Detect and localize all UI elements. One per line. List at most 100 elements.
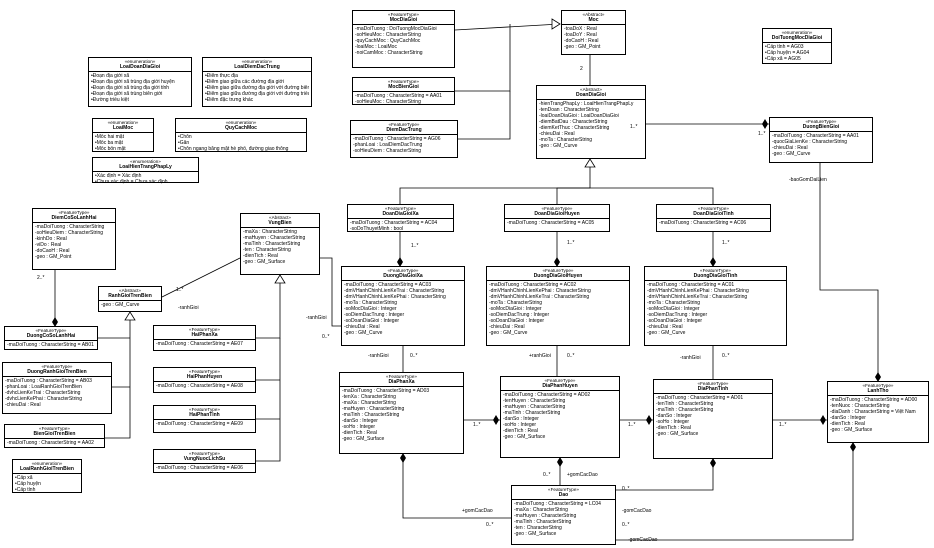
generalization-arrow-moc xyxy=(551,18,561,30)
class-attribute: -doCaoH : Real xyxy=(35,248,70,254)
class-attribute: -loaiDoanDiaGioi : LoaiDoanDiaGioi xyxy=(539,113,619,119)
class-attribute: -soDiemDacTrung : Integer xyxy=(489,312,550,318)
class-attribute: -maDoiTuong : CharacterString = AE07 xyxy=(156,341,243,347)
class-name: DoanDiaGioiXa xyxy=(382,211,419,217)
class-name: DoiTuongMocDiaGioi xyxy=(771,35,823,41)
enum-literal: •Điểm giao giữa các đường địa giới xyxy=(205,79,284,85)
class-attribute: -soMocDiaGioi : Integer xyxy=(647,306,700,312)
class-body: -maDoiTuong : CharacterString = AA01-quo… xyxy=(770,132,872,158)
class-body: -maDoiTuong : CharacterString = AB01 xyxy=(5,341,97,349)
class-header: «FeatureType»DuongBienGioi xyxy=(770,118,872,132)
class-attribute: -maDoiTuong : CharacterString = AA01 xyxy=(355,93,442,99)
class-attribute: -maDoiTuong : CharacterString = AD03 xyxy=(342,388,430,394)
class-box-duong-bien-gioi: «FeatureType»DuongBienGioi-maDoiTuong : … xyxy=(769,117,873,163)
class-body: -maDoiTuong : CharacterString = AA02 xyxy=(5,439,104,447)
class-attribute: -chieuDai : Real xyxy=(772,145,808,151)
role-label-role-gom-cac-dao-d: -gomCacDao xyxy=(628,537,658,543)
enum-literal: •Đoạn địa giới xã trùng địa giới tỉnh xyxy=(91,85,170,91)
class-attribute: -geo : GM_Surface xyxy=(514,531,557,537)
class-attribute: -chieuDai : Real xyxy=(489,324,525,330)
class-stereotype: «FeatureType» xyxy=(385,206,416,211)
class-attribute: -noiCamMoc : CharacterString xyxy=(355,50,423,56)
composition-diamond-duongtinh xyxy=(710,257,716,267)
class-stereotype: «FeatureType» xyxy=(862,383,894,388)
class-attribute: -geo : GM_Surface xyxy=(243,259,286,265)
class-stereotype: «FeatureType» xyxy=(388,122,420,127)
composition-diamond-dao-lanhtho xyxy=(850,442,856,452)
class-header: «FeatureType»DuongDiaGioiTinh xyxy=(645,267,786,281)
class-attribute: -geo : GM_Curve xyxy=(344,330,383,336)
class-attribute: -soDiemDacTrung : Integer xyxy=(647,312,708,318)
class-box-hai-phan-tinh: «FeatureType»HaiPhanTinh-maDoiTuong : Ch… xyxy=(153,405,256,433)
enum-literal: •Điểm giao giữa đường địa giới với đường… xyxy=(205,85,309,91)
class-attribute: -soHieuMoc : CharacterString xyxy=(355,99,421,105)
class-stereotype: «enumeration» xyxy=(225,120,257,125)
class-attribute: -maDoiTuong : CharacterString = AC06 xyxy=(659,220,747,226)
class-body: •Mốc hai mặt•Mốc ba mặt•Mốc bốn mặt xyxy=(93,133,153,153)
multiplicity-label-m-rg-1n: 1..* xyxy=(176,287,184,293)
class-attribute: -dienTich : Real xyxy=(830,421,865,427)
edge-ranhgioi-vungbien xyxy=(161,257,241,298)
edge-lanhtho-dao xyxy=(616,443,854,541)
class-attribute: -dmVHanhChinhLienKeTrai : CharacterStrin… xyxy=(344,288,445,294)
edge-doantinh-gen xyxy=(590,187,714,204)
class-attribute: -maDoiTuong : CharacterString = AB01 xyxy=(7,342,94,348)
class-name: DiaPhanTinh xyxy=(697,386,729,392)
class-name: DoanDiaGioiHuyen xyxy=(534,211,580,217)
class-attribute: -geo : GM_Surface xyxy=(656,431,699,437)
class-body: -geo : GM_Curve xyxy=(99,301,161,309)
multiplicity-label-m-dao-0n-b: 0..* xyxy=(486,522,494,528)
class-header: «enumeration»LoaiRanhGioiTrenBien xyxy=(13,460,81,474)
class-body: -maDoiTuong : CharacterString = AC04-soD… xyxy=(348,219,453,233)
role-label-role-rg-xa: -ranhGioi xyxy=(368,353,389,359)
class-box-loai-diem: «enumeration»LoaiDiemDacTrung•Điểm thực … xyxy=(202,57,312,107)
class-attribute: -dvhcLienKePhai : CharacterString xyxy=(5,396,82,402)
enum-literal: •Cấp huyện xyxy=(15,481,41,487)
class-name: LoaiDiemDacTrung xyxy=(234,64,280,70)
class-header: «FeatureType»DuongCoSoLanhHai xyxy=(5,327,97,341)
class-body: •Xác định = Xác định•Chưa xác định = Chư… xyxy=(93,172,198,186)
class-attribute: -tenHuyen : CharacterString xyxy=(503,398,566,404)
class-attribute: -geo : GM_Surface xyxy=(830,427,873,433)
class-attribute: -maDoiTuong : CharacterString = AA02 xyxy=(7,440,94,446)
class-attribute: -maHuyen : CharacterString xyxy=(514,513,577,519)
class-attribute: -dmVHanhChinhLienKeTrai : CharacterStrin… xyxy=(647,294,748,300)
class-header: «Abstract»DoanDiaGioi xyxy=(537,86,645,100)
role-label-role-gom-cac-dao-c: -gomCacDao xyxy=(622,508,652,514)
class-attribute: -ten : CharacterString xyxy=(243,247,291,253)
class-attribute: -tenNuoc : CharacterString xyxy=(830,403,890,409)
class-attribute: -toaDoX : Real xyxy=(564,26,597,32)
class-attribute: -tenDoan : CharacterString xyxy=(539,107,599,113)
role-label-role-ranh-gioi-b: -ranhGioi xyxy=(306,315,327,321)
class-attribute: -maDoiTuong : CharacterString = AB03 xyxy=(5,378,92,384)
class-header: «FeatureType»DoanDiaGioiHuyen xyxy=(505,205,609,219)
class-name: LanhTho xyxy=(867,388,889,394)
generalization-arrow-doandiagioi xyxy=(584,158,596,168)
role-label-role-rg-huyen: +ranhGioi xyxy=(529,353,551,359)
class-attribute: -dmVHanhChinhLienKePhai : CharacterStrin… xyxy=(647,288,749,294)
class-attribute: -maDoiTuong : CharacterString xyxy=(35,224,105,230)
class-stereotype: «enumeration» xyxy=(31,461,63,466)
class-attribute: -moTa : CharacterString xyxy=(489,300,543,306)
role-label-role-ranh-gioi-a: -ranhGioi xyxy=(178,305,199,311)
class-name: DiaPhanXa xyxy=(388,379,415,385)
class-attribute: -quocGiaLienKe : CharacterString xyxy=(772,139,848,145)
class-body: -maDoiTuong : CharacterString = AE08 xyxy=(154,382,255,390)
class-attribute: -maDoiTuong : CharacterString = AE09 xyxy=(156,421,243,427)
class-header: «enumeration»LoaiMoc xyxy=(93,119,153,133)
composition-diamond-dao-xa xyxy=(400,453,406,463)
class-attribute: -maDoiTuong : CharacterString = AC05 xyxy=(507,220,595,226)
multiplicity-label-m-dcs-2n: 2..* xyxy=(37,275,45,281)
class-attribute: -tenXa : CharacterString xyxy=(342,394,396,400)
class-attribute: -phanLoai : LoaiRanhGioiTrenBien xyxy=(5,384,82,390)
class-attribute: -soHo : Integer xyxy=(342,424,376,430)
class-header: «FeatureType»MocBienGioi xyxy=(353,78,454,92)
class-attribute: -phanLoai : LoaiDiemDacTrung xyxy=(353,142,423,148)
class-body: •Cấp xã•Cấp huyện•Cấp tỉnh xyxy=(13,474,81,494)
class-box-hai-phan-huyen: «FeatureType»HaiPhanHuyen-maDoiTuong : C… xyxy=(153,367,256,393)
class-attribute: -danSo : Integer xyxy=(656,413,692,419)
role-label-role-gom-cac-dao-a: +gomCacDao xyxy=(567,472,598,478)
edge-diaphanxa-dao xyxy=(402,454,511,519)
class-attribute: -maDoiTuong : CharacterString = AC03 xyxy=(344,282,432,288)
class-header: «FeatureType»DiaPhanHuyen xyxy=(501,377,619,391)
